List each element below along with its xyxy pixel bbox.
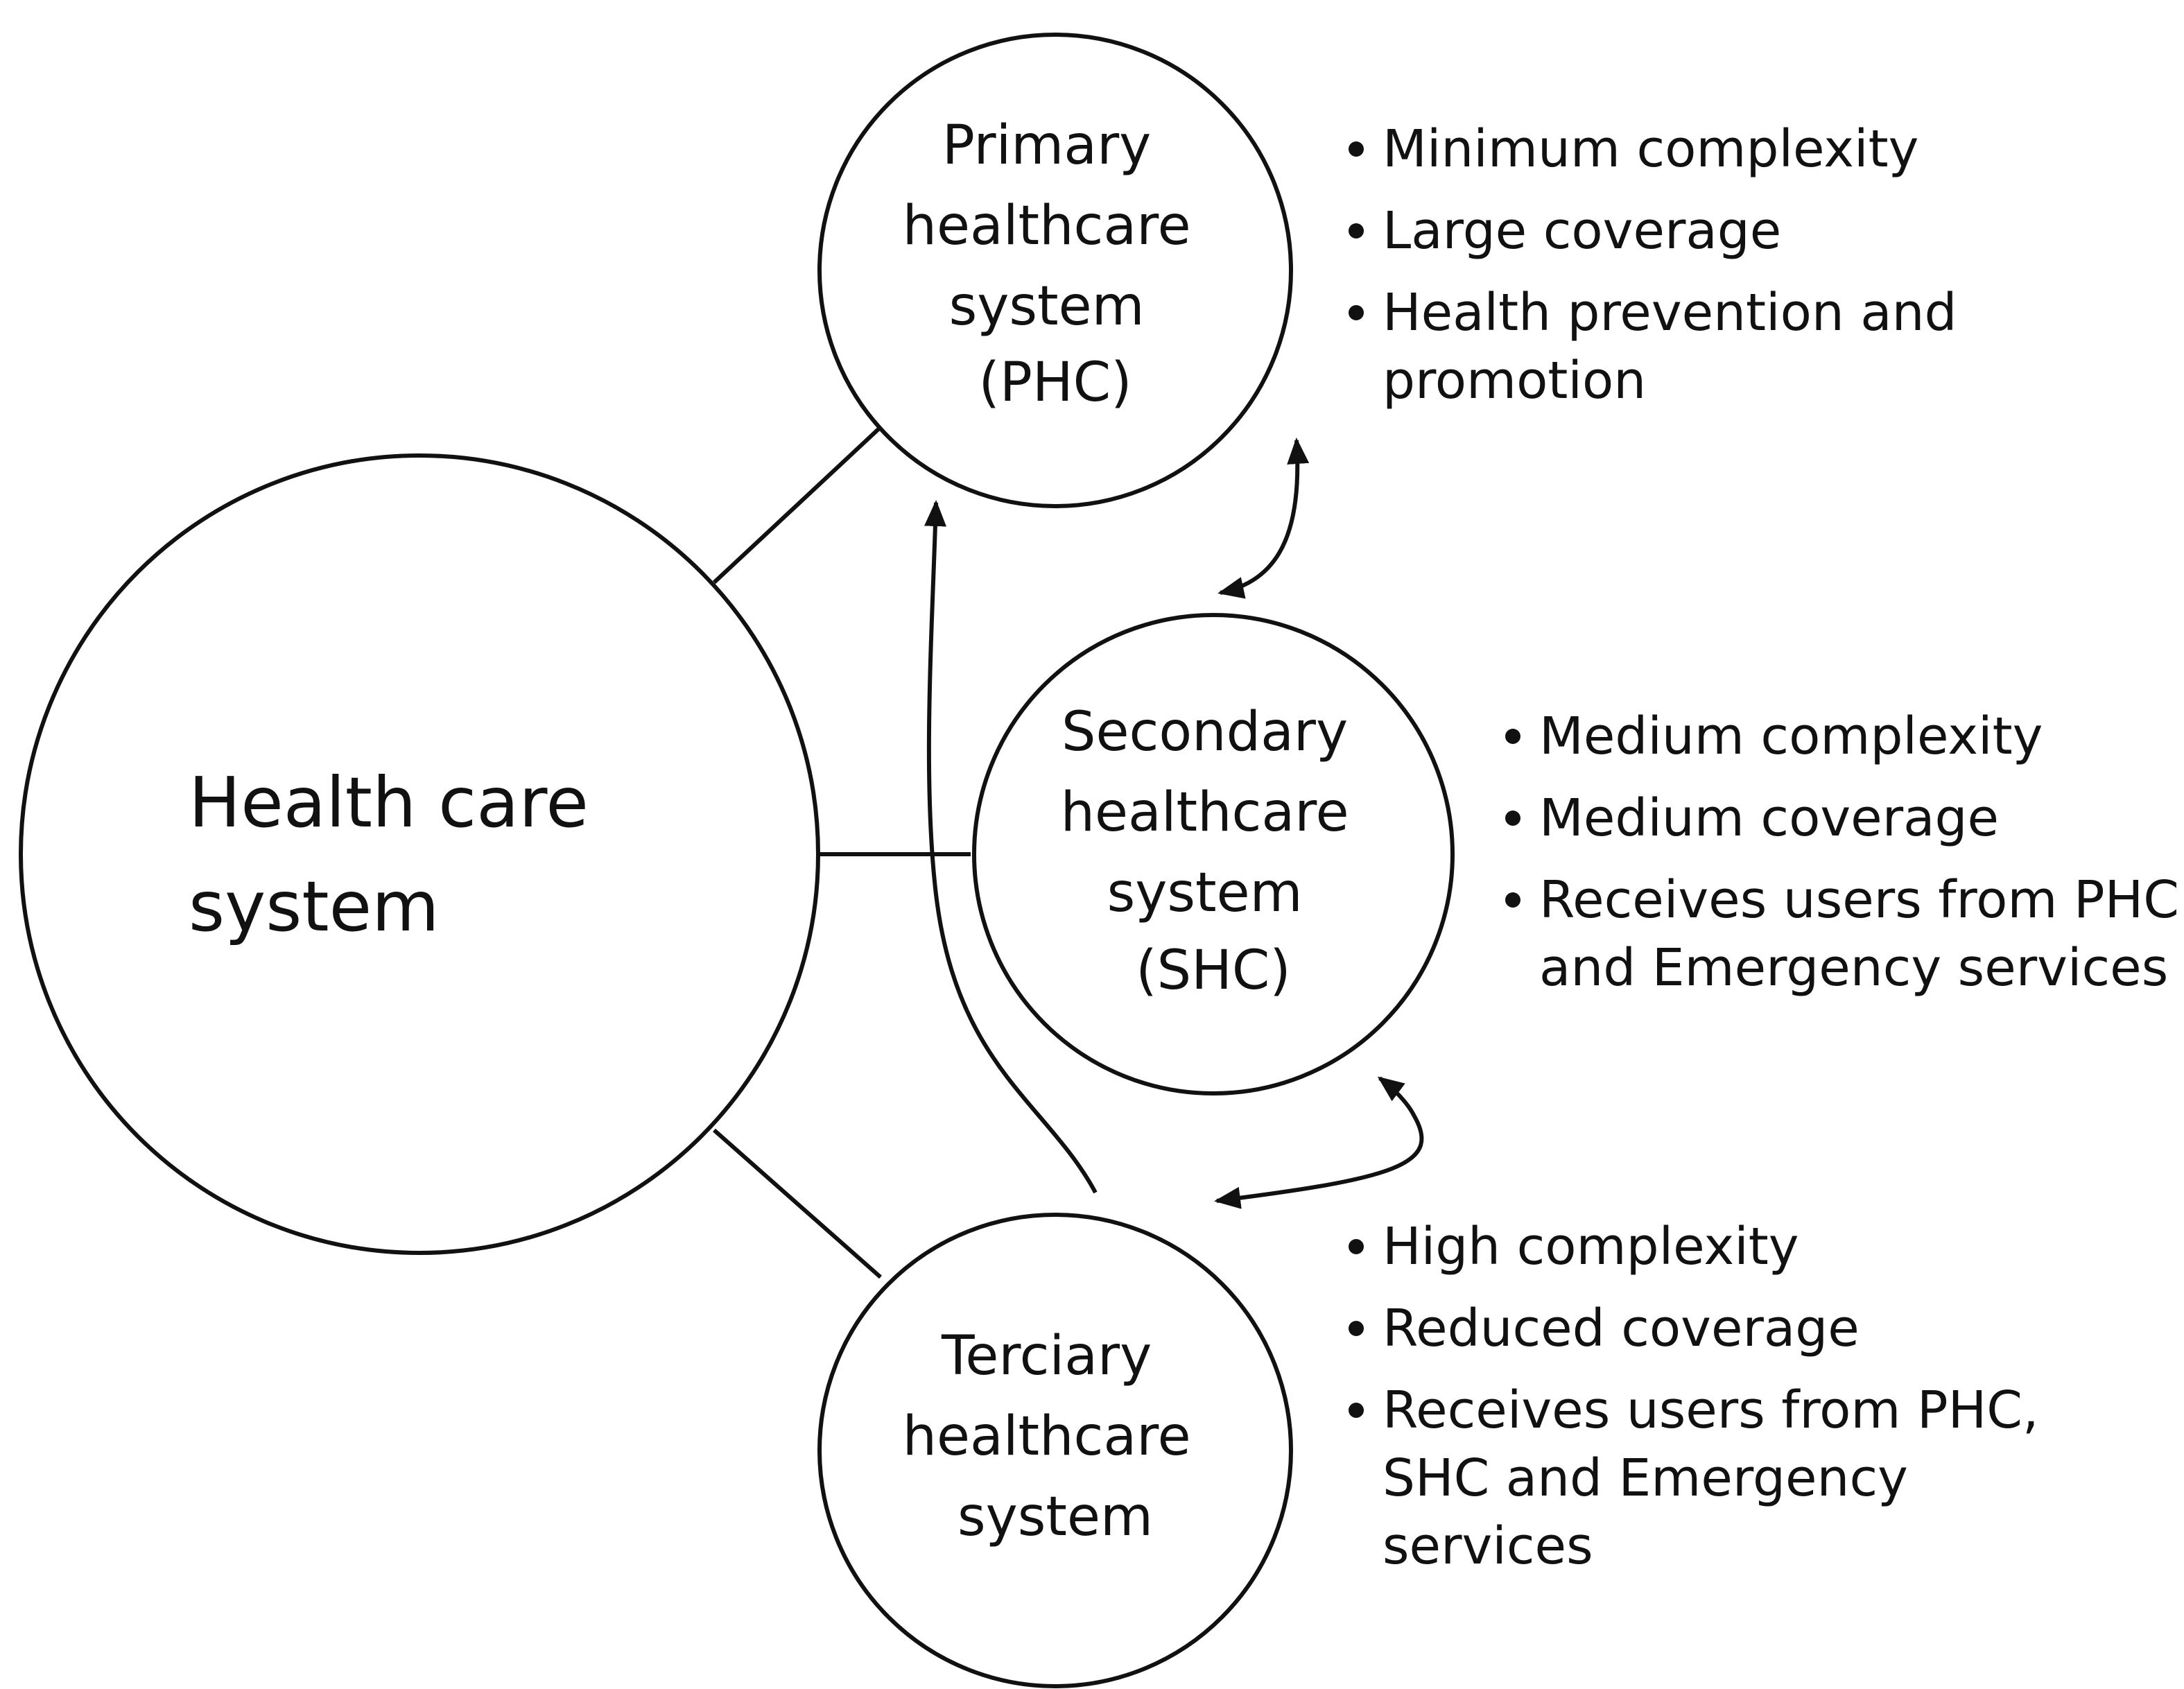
secondary-bullet-item: Medium complexity — [1539, 707, 2043, 766]
primary-label-line: (PHC) — [978, 352, 1132, 414]
secondary-bullet-list: Medium complexity Medium coverage Receiv… — [1505, 707, 2184, 998]
main-label-line: Health care — [189, 762, 589, 843]
main-label: Health care system — [189, 762, 611, 947]
primary-bullet-item: Large coverage — [1383, 201, 1781, 261]
primary-bullet-item: Health prevention and promotion — [1383, 283, 1973, 410]
secondary-label-line: (SHC) — [1136, 939, 1291, 1002]
secondary-circle — [972, 613, 1455, 1095]
bullet-dot — [1349, 1239, 1364, 1254]
arrow-secondary-tertiary — [1214, 1076, 1424, 1209]
secondary-label-line: system — [1107, 862, 1303, 924]
primary-label-line: healthcare — [903, 195, 1191, 257]
bullet-dot — [1505, 811, 1520, 826]
bullet-dot — [1349, 305, 1364, 320]
primary-circle — [817, 33, 1293, 508]
arrow-primary-secondary — [1217, 438, 1310, 599]
secondary-label-line: Secondary — [1061, 701, 1348, 763]
bullet-dot — [1349, 141, 1364, 157]
secondary-bullet-item: Medium coverage — [1539, 788, 1999, 848]
tertiary-label-line: Terciary — [941, 1325, 1152, 1387]
primary-bullet-item: Minimum complexity — [1383, 119, 1918, 179]
tertiary-bullet-item: High complexity — [1383, 1217, 1799, 1276]
bullet-dot — [1505, 892, 1520, 908]
tertiary-circle — [817, 1213, 1293, 1688]
main-label-line: system — [189, 866, 440, 947]
bullet-dot — [1349, 1321, 1364, 1336]
bullet-dot — [1505, 729, 1520, 744]
arrow-tertiary-to-primary — [924, 500, 1098, 1194]
tertiary-label-line: system — [957, 1486, 1153, 1548]
tertiary-label: Terciary healthcare system — [903, 1325, 1208, 1548]
bullet-dot — [1349, 1403, 1364, 1418]
tertiary-label-line: healthcare — [903, 1405, 1191, 1468]
primary-label-line: system — [949, 275, 1145, 338]
main-circle — [19, 453, 820, 1255]
connector-main-to-primary — [712, 426, 881, 584]
tertiary-bullet-item: Receives users from PHC, SHC and Emergen… — [1383, 1380, 2055, 1576]
connector-main-to-tertiary — [713, 1128, 882, 1279]
tertiary-bullet-item: Reduced coverage — [1383, 1299, 1860, 1358]
primary-bullet-list: Minimum complexity Large coverage Health… — [1349, 119, 1973, 410]
secondary-label: Secondary healthcare system (SHC) — [1061, 701, 1367, 1002]
secondary-bullet-item: Receives users from PHC and Emergency se… — [1539, 870, 2184, 998]
primary-label: Primary healthcare system (PHC) — [903, 114, 1208, 414]
bullet-dot — [1349, 223, 1364, 239]
tertiary-bullet-list: High complexity Reduced coverage Receive… — [1349, 1217, 2055, 1576]
primary-label-line: Primary — [942, 114, 1151, 177]
secondary-label-line: healthcare — [1061, 781, 1349, 844]
